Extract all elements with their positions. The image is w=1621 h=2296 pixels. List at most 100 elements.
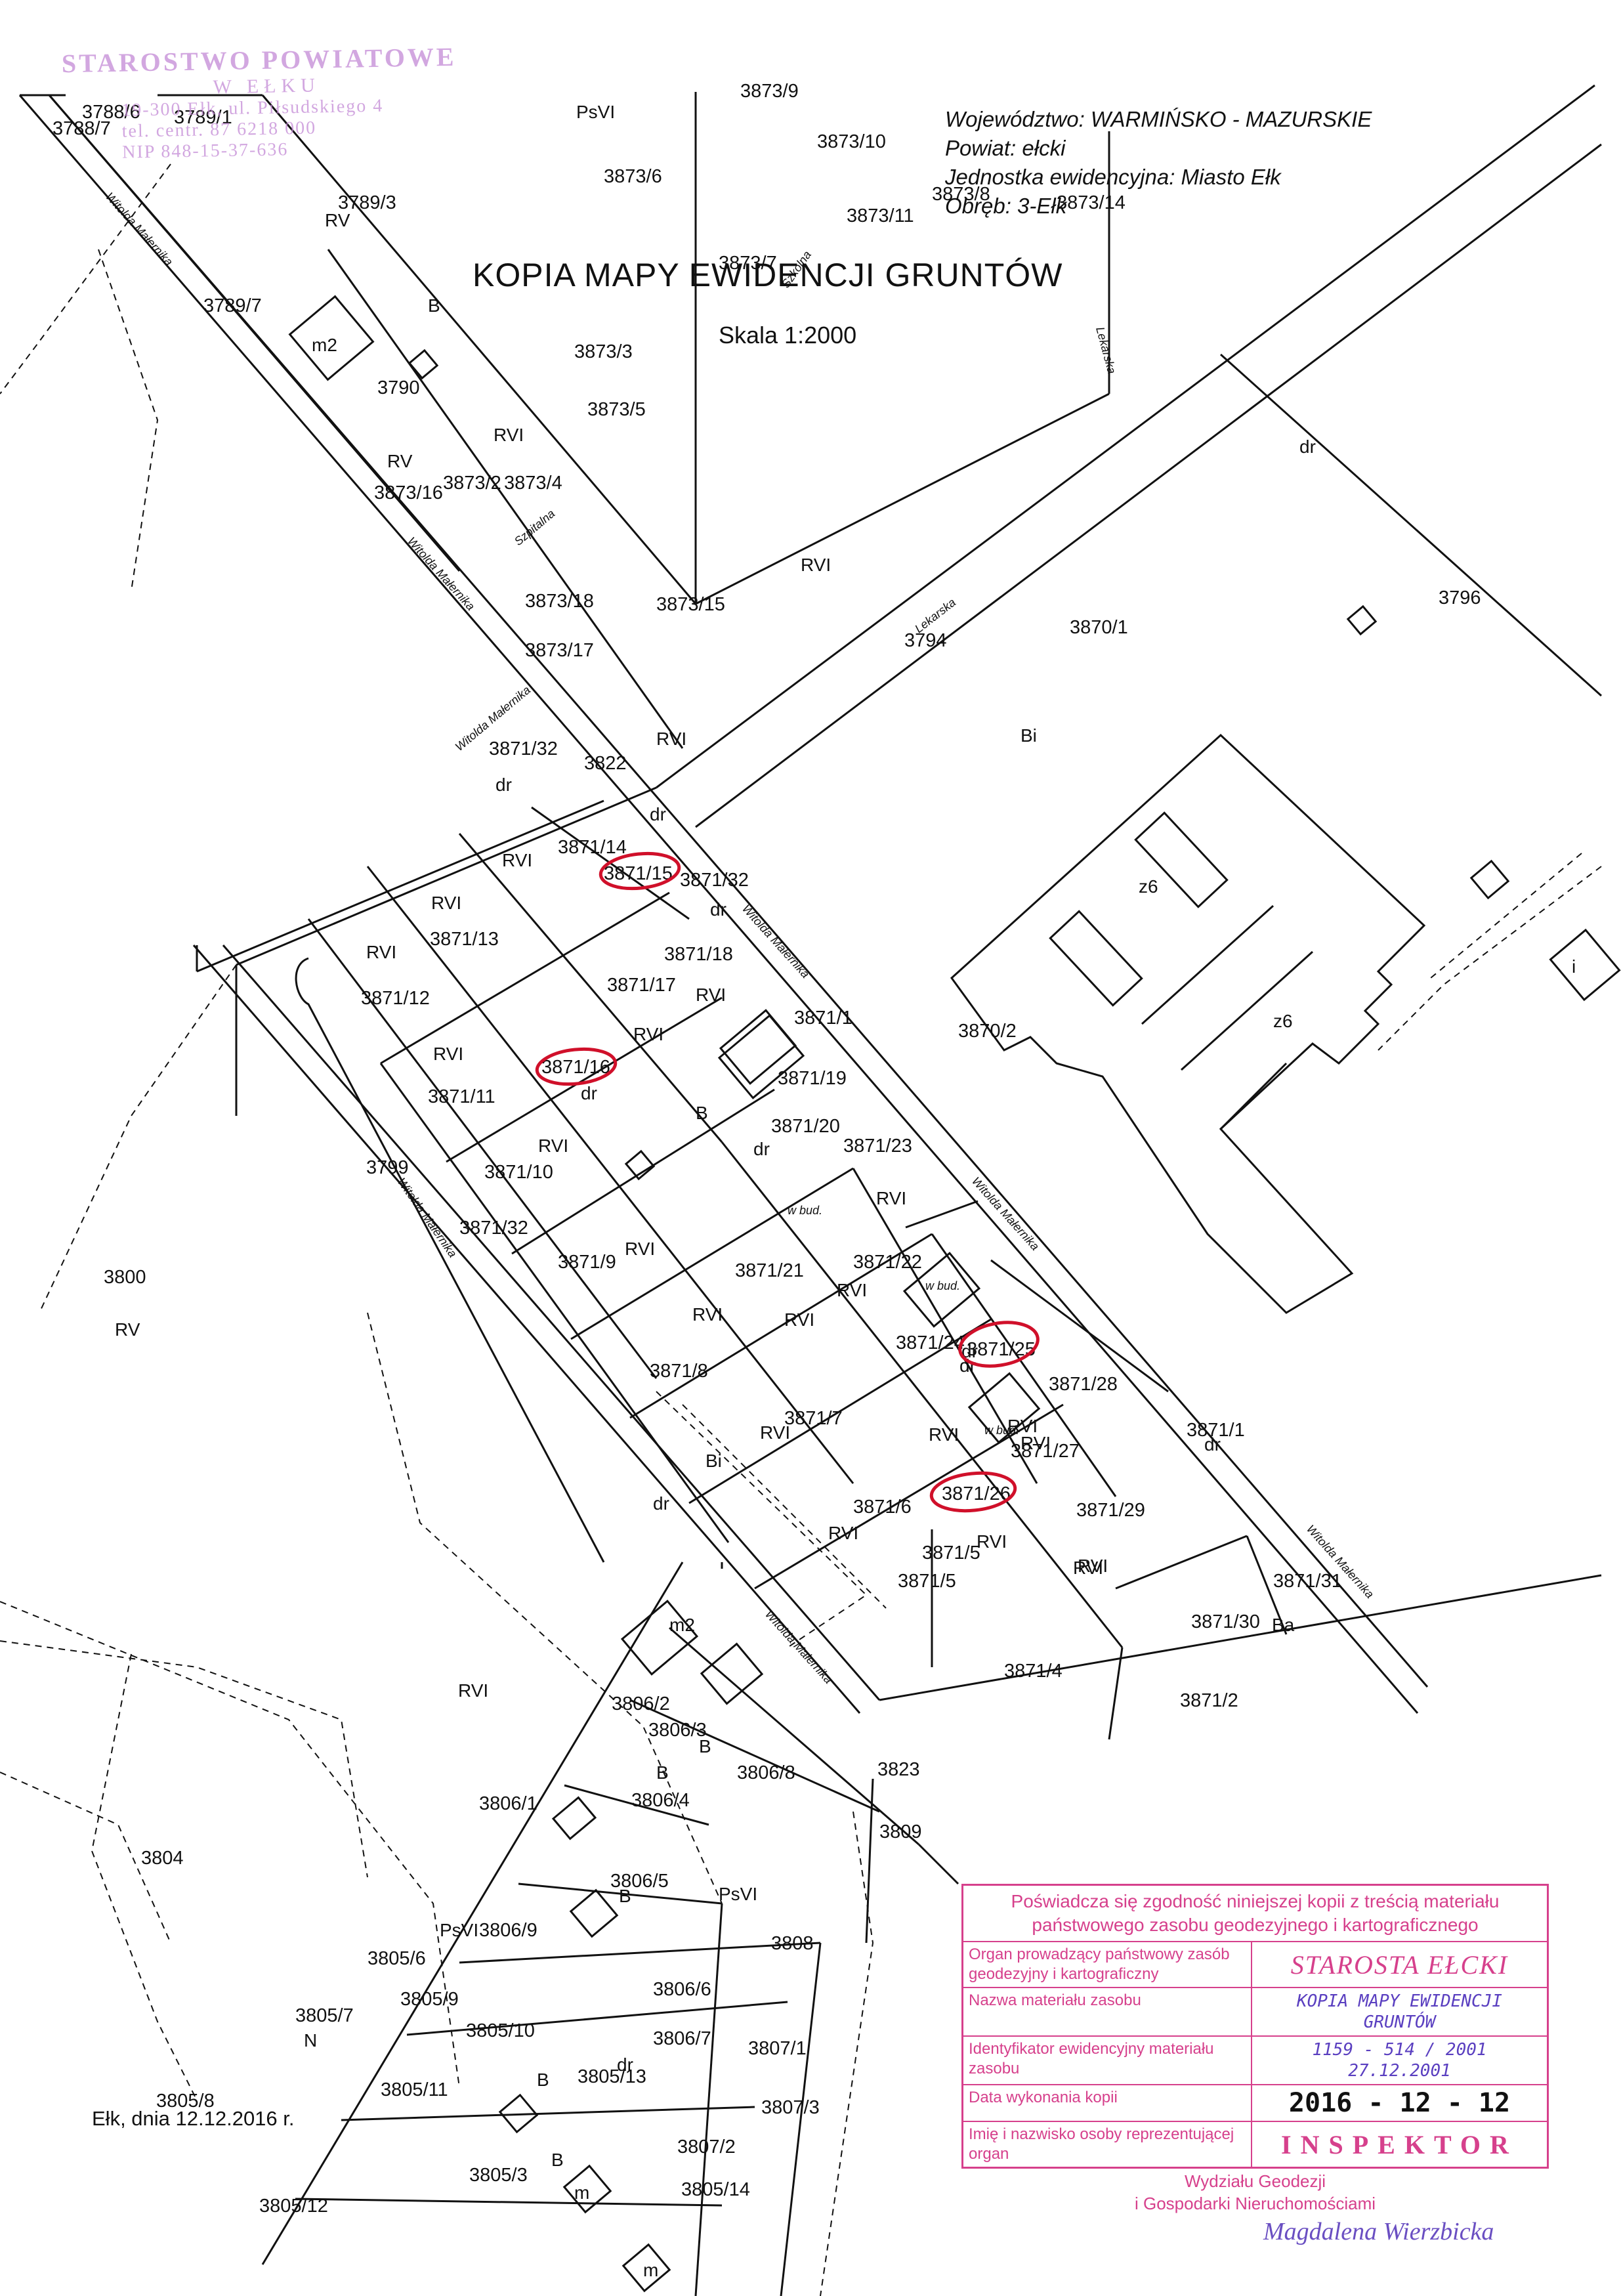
parcel-label: 3804: [141, 1848, 184, 1869]
parcel-label: 3873/4: [504, 473, 562, 494]
parcel-label: 3871/5: [898, 1571, 956, 1592]
parcel-label: 3806/7: [653, 2028, 711, 2049]
land-class-label: RVI: [458, 1680, 488, 1701]
parcel-label: 3805/8: [156, 2091, 215, 2112]
land-class-label: RVI: [837, 1280, 867, 1300]
land-class-label: RVI: [692, 1304, 723, 1325]
certification-row: Identyfikator ewidencyjny materiału zaso…: [963, 2037, 1547, 2085]
parcel-label: 3873/7: [719, 253, 777, 274]
building-label: w bud.: [788, 1204, 822, 1217]
parcel-label: 3800: [104, 1267, 146, 1288]
parcel-label: 3871/27: [1011, 1441, 1080, 1462]
parcel-label: 3870/1: [1070, 617, 1128, 638]
parcel-label: 3871/2: [1180, 1690, 1238, 1711]
land-class-label: PsVI: [576, 102, 615, 122]
land-class-label: dr: [495, 775, 512, 795]
land-class-label: RVI: [977, 1531, 1007, 1552]
land-class-label: RVI: [876, 1188, 906, 1208]
parcel-label: 3805/10: [466, 2020, 535, 2041]
parcel-label: 3790: [377, 377, 420, 398]
parcel-label: 3809: [879, 1821, 922, 1842]
parcel-label: 3873/15: [656, 594, 725, 615]
land-class-label: RVI: [366, 942, 396, 962]
parcel-label: 3873/9: [740, 81, 799, 102]
parcel-label: 3871/24: [896, 1332, 965, 1353]
jednostka-line: Jednostka ewidencyjna: Miasto Ełk: [945, 165, 1281, 189]
building-label: m2: [312, 335, 337, 355]
land-class-label: RVI: [494, 425, 524, 445]
parcel-label: 3871/12: [361, 988, 430, 1009]
parcel-label: 3871/16: [541, 1057, 610, 1078]
land-class-label: RVI: [633, 1024, 663, 1044]
land-class-label: RVI: [502, 850, 532, 870]
parcel-label: 3871/28: [1049, 1374, 1118, 1395]
parcel-label: 3805/13: [578, 2066, 646, 2087]
parcel-label: 3806/8: [737, 1762, 795, 1783]
parcel-label: 3789/1: [174, 107, 232, 128]
map-header-info: Województwo: WARMIŃSKO - MAZURSKIE Powia…: [945, 105, 1372, 221]
street-label: Lekarska: [1093, 326, 1118, 375]
land-class-label: dr: [710, 899, 726, 920]
building-label: w bud.: [925, 1279, 960, 1292]
highlight-circle-3871-15: [599, 851, 681, 891]
land-class-label: N: [304, 2030, 317, 2051]
street-label: Witolda Małernika: [405, 534, 477, 613]
land-class-label: RVI: [1021, 1433, 1051, 1453]
certification-stamp: Poświadcza się zgodność niniejszej kopii…: [961, 1884, 1549, 2246]
parcel-label: 3871/9: [558, 1252, 616, 1273]
certification-row: Imię i nazwisko osoby reprezentującej or…: [963, 2122, 1547, 2167]
land-class-label: RVI: [538, 1136, 568, 1156]
land-class-label: Bi: [1021, 725, 1037, 746]
highlight-circle-3871-25: [958, 1321, 1040, 1368]
parcel-label: 3871/10: [484, 1162, 553, 1183]
highlight-circle-3871-16: [535, 1047, 618, 1086]
land-class-label: dr: [653, 1493, 669, 1514]
parcel-label: 3805/7: [295, 2005, 354, 2026]
land-class-label: RVI: [625, 1239, 655, 1259]
parcel-label: 3873/18: [525, 591, 594, 612]
parcel-label: 3871/14: [558, 837, 627, 858]
certification-key: Data wykonania kopii: [963, 2085, 1252, 2121]
land-class-label: RVI: [760, 1422, 790, 1443]
street-label: Witolda Małernika: [969, 1174, 1042, 1253]
certification-row: Organ prowadzący państwowy zasób geodezy…: [963, 1942, 1547, 1988]
land-class-label: RVI: [656, 729, 686, 749]
building-label: m2: [669, 1615, 695, 1635]
land-class-label: RVI: [929, 1424, 959, 1445]
land-class-label: RV: [115, 1319, 140, 1340]
parcel-label: 3823: [877, 1759, 920, 1780]
parcel-label: 3805/11: [381, 2079, 448, 2100]
parcel-label: 3871/17: [607, 975, 676, 996]
land-class-label: RVI: [431, 893, 461, 913]
street-label: Witolda Małernika: [763, 1607, 835, 1686]
land-class-label: dr: [959, 1355, 976, 1376]
parcel-label: 3871/21: [735, 1260, 804, 1281]
certification-value: INSPEKTOR: [1281, 2129, 1518, 2159]
parcel-label: 3805/6: [368, 1948, 426, 1969]
wojewodztwo-line: Województwo: WARMIŃSKO - MAZURSKIE: [945, 107, 1372, 131]
certification-value: 1159 - 514 / 2001 27.12.2001: [1312, 2040, 1487, 2081]
land-class-label: PsVI: [440, 1920, 478, 1940]
street-label: Szpitalna: [512, 507, 558, 548]
parcel-label: 3807/3: [761, 2097, 820, 2118]
certification-box: Poświadcza się zgodność niniejszej kopii…: [961, 1884, 1549, 2169]
parcel-label: 3871/5: [922, 1542, 980, 1563]
parcel-label: 3873/8: [932, 184, 990, 205]
land-class-label: RV: [387, 451, 413, 471]
parcel-label: 3871/19: [778, 1068, 847, 1089]
parcel-label: 3873/10: [817, 131, 886, 152]
land-class-label: z6: [1139, 876, 1158, 897]
certification-key: Identyfikator ewidencyjny materiału zaso…: [963, 2037, 1252, 2084]
land-class-label: dr: [753, 1139, 770, 1159]
street-label: Witolda Małernika: [395, 1176, 459, 1260]
map-title: KOPIA MAPY EWIDENCJI GRUNTÓW: [473, 257, 1063, 293]
land-class-label: RVI: [784, 1309, 814, 1330]
parcel-label: 3873/5: [587, 399, 646, 420]
parcel-label: 3807/2: [677, 2137, 736, 2158]
parcel-label: 3807/1: [748, 2038, 807, 2059]
parcel-label: 3871/6: [853, 1497, 912, 1518]
land-class-label: RVI: [801, 555, 831, 575]
parcel-label: 3873/2: [443, 473, 501, 494]
parcel-label: 3871/32: [459, 1218, 528, 1239]
